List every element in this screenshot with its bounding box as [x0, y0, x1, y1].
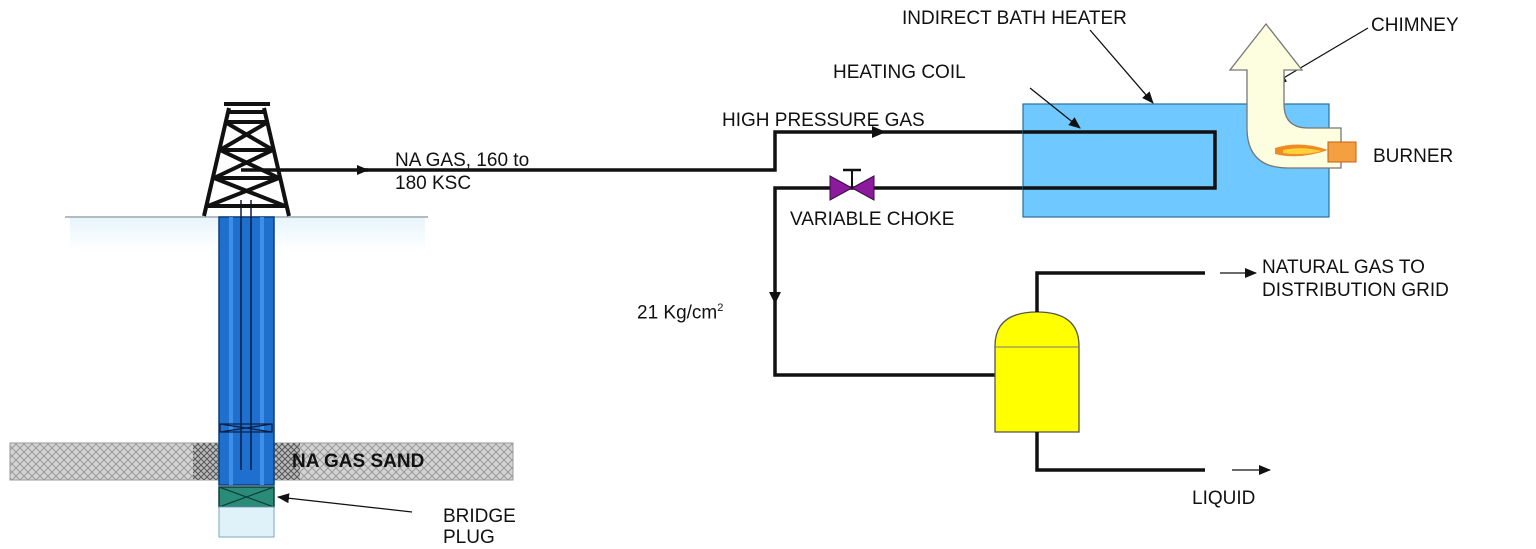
na-gas-sand-label: NA GAS SAND [292, 451, 425, 472]
casing-bottom [218, 506, 275, 538]
burner-flame-inner [1283, 148, 1322, 155]
casing-stripe-right [260, 217, 264, 485]
bath-heater-pointer [1089, 29, 1154, 104]
burner [1327, 141, 1357, 163]
bridge-plug-label-line1: BRIDGE [443, 506, 516, 527]
high-pressure-gas-label: HIGH PRESSURE GAS [722, 110, 925, 131]
burner-label: BURNER [1373, 146, 1454, 167]
bridge-plug-cross [218, 486, 275, 508]
casing-stripe-left [229, 217, 233, 485]
pressure-label: 21 Kg/cm2 [637, 297, 723, 324]
pressure-superscript: 2 [717, 302, 724, 314]
variable-choke-label: VARIABLE CHOKE [790, 209, 955, 230]
indirect-bath-heater-label: INDIRECT BATH HEATER [902, 8, 1127, 29]
pressure-value: 21 Kg/cm [637, 302, 718, 324]
na-gas-label-line1: NA GAS, 160 to [395, 150, 530, 171]
liquid-outlet-line [1035, 432, 1205, 472]
heating-coil [1023, 130, 1217, 190]
liquid-label: LIQUID [1192, 488, 1256, 509]
bridge-plug-pointer [277, 493, 413, 513]
variable-choke-valve [829, 168, 875, 201]
gas-outlet-line [1035, 271, 1205, 312]
natural-gas-label-line2: DISTRIBUTION GRID [1262, 280, 1449, 301]
hp-gas-arrowhead [872, 126, 886, 138]
perforation-left [193, 443, 219, 480]
packer [219, 423, 273, 433]
natural-gas-label-line1: NATURAL GAS TO [1262, 257, 1425, 278]
na-gas-label-line2: 180 KSC [395, 173, 472, 194]
heating-coil-label: HEATING COIL [833, 62, 966, 83]
pressure-arrowhead [769, 292, 781, 304]
chimney [1228, 22, 1342, 169]
bridge-plug-label-line2: PLUG [443, 527, 495, 548]
derrick [202, 102, 291, 217]
chimney-label: CHIMNEY [1371, 15, 1459, 36]
well-casing [218, 216, 275, 486]
perforation-right [274, 443, 300, 480]
heating-coil-pointer [1029, 87, 1081, 129]
chimney-pointer [1274, 27, 1369, 84]
separator-vessel [994, 311, 1080, 433]
